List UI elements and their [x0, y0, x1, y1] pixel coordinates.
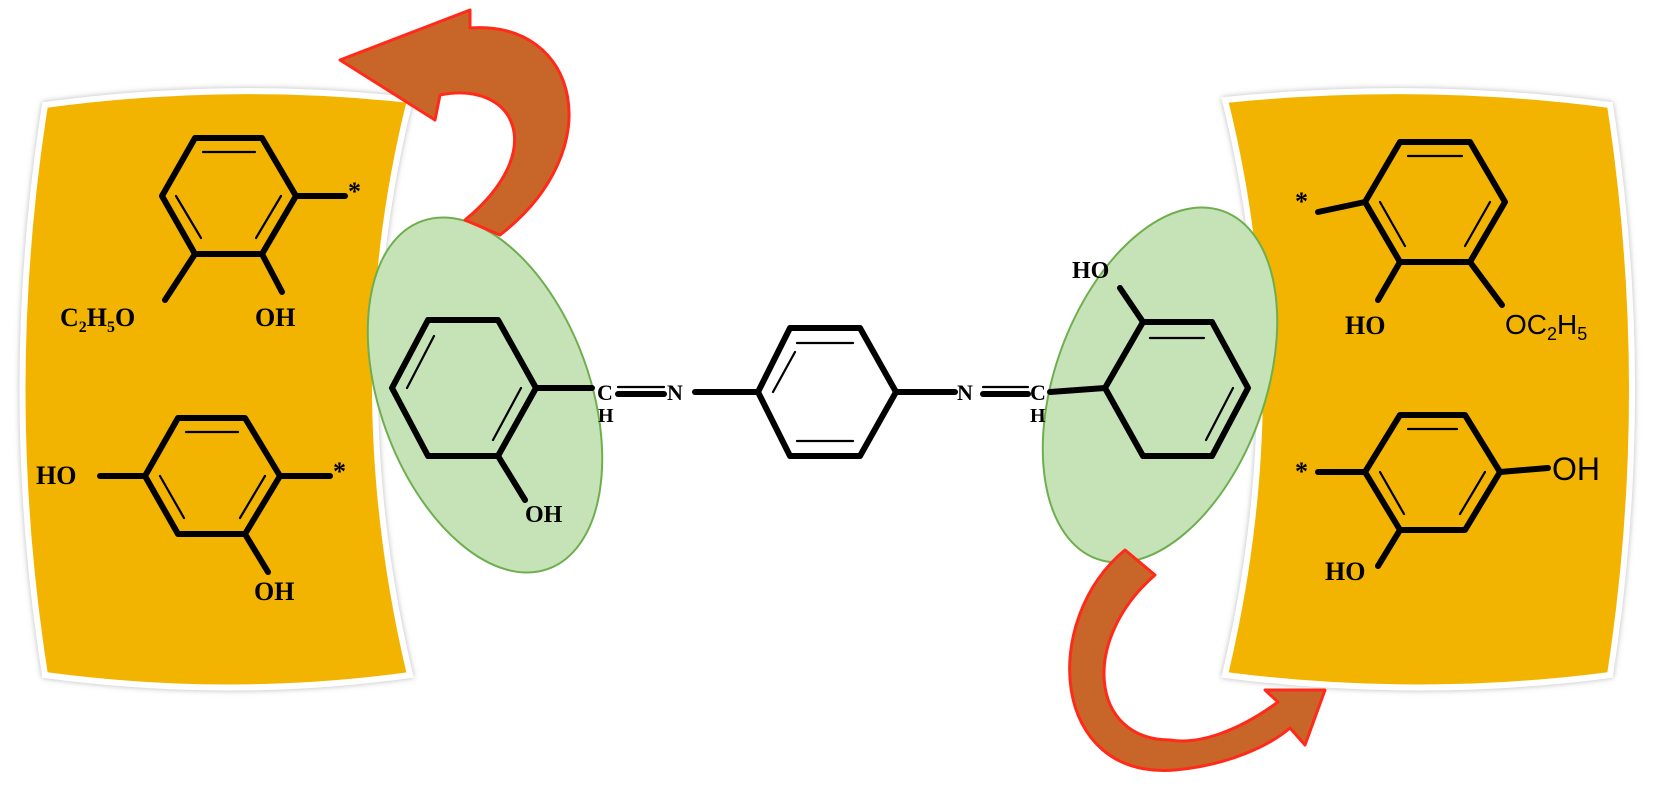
left-bottom-ortho-hydroxyl-label: OH: [254, 577, 294, 606]
core-right-imine-double-bond: [980, 385, 1031, 397]
core-left-imine-carbon: C: [597, 380, 613, 405]
left-bottom-ring: [97, 415, 333, 575]
left-substituent-panel: [19, 88, 414, 691]
core-left-imine-double-bond: [615, 385, 667, 397]
right-bottom-ring: [1315, 412, 1551, 569]
arrow-top-left: [338, 8, 571, 237]
left-bottom-para-hydroxyl-label: HO: [36, 461, 76, 490]
core-left-imine-hydrogen: H: [598, 405, 614, 427]
right-bottom-para-hydroxyl-label: OH: [1552, 451, 1600, 487]
core-left-imine-nitrogen: N: [667, 380, 683, 405]
core-right-imine-hydrogen: H: [1030, 405, 1046, 427]
left-top-attach-star: *: [348, 177, 361, 206]
core-phenylene-ring: [692, 325, 958, 459]
left-top-ethoxy-label: C2H5O: [60, 303, 135, 336]
right-top-ethoxy-label: OC2H5: [1505, 309, 1587, 344]
core-right-phenol-ring: [1047, 285, 1251, 459]
right-bottom-attach-star: *: [1295, 457, 1308, 486]
core-left-phenol-ring: [389, 317, 595, 503]
core-left-ring-hydroxyl-label: OH: [525, 502, 563, 528]
right-top-ring: [1315, 139, 1508, 308]
core-right-imine-carbon: C: [1030, 380, 1046, 405]
arrow-bottom-right: [1068, 548, 1327, 772]
core-right-ring-hydroxyl-label: HO: [1072, 258, 1109, 284]
right-top-attach-star: *: [1295, 187, 1308, 216]
right-top-hydroxyl-label: HO: [1345, 311, 1385, 340]
right-substituent-panel: [1221, 88, 1635, 691]
right-salicyl-highlight: [1041, 206, 1279, 564]
left-bottom-attach-star: *: [333, 457, 346, 486]
left-top-ring: [159, 135, 348, 303]
core-right-imine-nitrogen: N: [957, 380, 973, 405]
left-top-hydroxyl-label: OH: [255, 303, 295, 332]
right-bottom-ortho-hydroxyl-label: HO: [1325, 557, 1365, 586]
left-salicyl-highlight: [366, 216, 604, 574]
